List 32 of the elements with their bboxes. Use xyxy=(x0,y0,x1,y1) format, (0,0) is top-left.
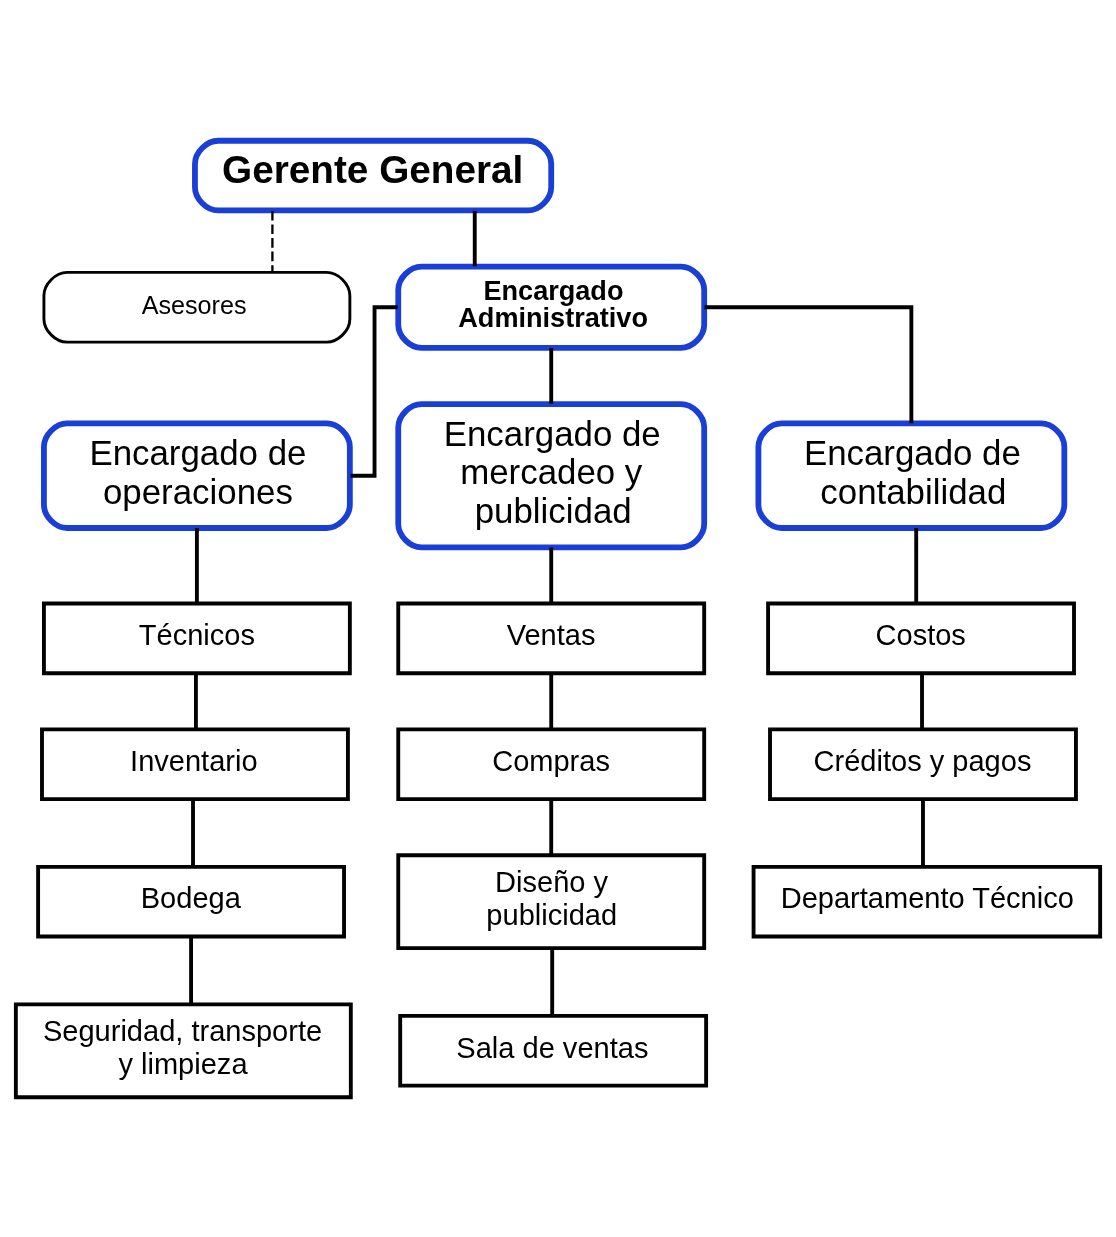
node-box: Departamento Técnico xyxy=(751,864,1103,938)
connector xyxy=(914,527,919,603)
node-box: Seguridad, transporte y limpieza xyxy=(13,1001,353,1099)
node-box: Créditos y pagos xyxy=(768,726,1078,801)
node-box: Encargado de mercadeo y publicidad xyxy=(395,400,708,550)
node-box: Técnicos xyxy=(42,601,352,675)
node-box: Encargado de operaciones xyxy=(41,420,353,531)
connector xyxy=(550,948,555,1015)
node-box: Bodega xyxy=(36,864,346,938)
node-box: Gerente General xyxy=(192,137,555,213)
connector xyxy=(704,304,914,423)
connector xyxy=(194,672,198,729)
connector xyxy=(549,799,554,855)
connector xyxy=(191,799,195,866)
connector xyxy=(921,799,925,866)
node-box: Costos xyxy=(766,601,1076,675)
connector xyxy=(920,672,924,729)
connector xyxy=(549,547,554,603)
node-box: Asesores xyxy=(42,270,352,344)
connector xyxy=(472,210,477,266)
node-box: Compras xyxy=(396,726,707,801)
node-box: Ventas xyxy=(396,601,707,675)
connector xyxy=(189,936,193,1004)
node-box: Encargado Administrativo xyxy=(395,263,708,351)
connector xyxy=(271,210,274,272)
connector xyxy=(549,347,554,404)
node-box: Encargado de contabilidad xyxy=(755,420,1068,531)
connector xyxy=(194,527,199,603)
node-box: Inventario xyxy=(40,726,350,801)
node-box: Sala de ventas xyxy=(398,1013,709,1088)
node-box: Diseño y publicidad xyxy=(396,852,707,950)
connector xyxy=(549,672,554,729)
